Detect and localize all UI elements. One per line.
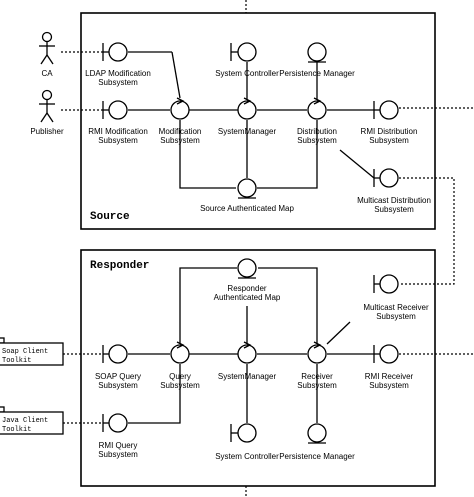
responder-system-manager-label: SystemManager [218, 372, 277, 381]
source-authenticated-map-label: Source Authenticated Map [200, 204, 294, 213]
distribution-subsystem-label-2: Subsystem [297, 136, 337, 145]
rmi-modification-label-1: RMI Modification [88, 127, 148, 136]
soap-client-toolkit-package [0, 337, 64, 366]
source-system-controller-boundary-icon [230, 42, 257, 62]
ca-actor [39, 31, 55, 65]
responder-system-controller-label: System Controller [215, 452, 279, 461]
multicast-receiver-label-2: Subsystem [376, 312, 416, 321]
source-frame [80, 12, 436, 230]
multicast-distribution-label-1: Multicast Distribution [357, 196, 431, 205]
responder-persistence-manager-entity-icon [307, 423, 327, 444]
multicast-distribution-label-2: Subsystem [374, 205, 414, 214]
source-authenticated-map-entity-icon [237, 178, 257, 199]
rmi-receiver-label-2: Subsystem [369, 381, 409, 390]
distribution-subsystem-label-1: Distribution [297, 127, 337, 136]
rmi-query-label-2: Subsystem [98, 450, 138, 459]
rmi-receiver-label-1: RMI Receiver [365, 372, 414, 381]
source-frame-title: Source [90, 211, 130, 223]
source-system-manager-label: SystemManager [218, 127, 277, 136]
source-system-controller-label: System Controller [215, 69, 279, 78]
responder-associations [128, 267, 374, 424]
responder-frame-title: Responder [90, 260, 149, 272]
ca-label: CA [41, 69, 53, 78]
soap-query-boundary-icon [102, 344, 128, 364]
source-system-manager-control-icon [237, 97, 257, 120]
java-client-toolkit-package [0, 406, 64, 435]
java-client-toolkit-label-1: Java Client [2, 417, 48, 425]
responder-authenticated-map-label-2: Authenticated Map [214, 293, 281, 302]
rmi-distribution-label-1: RMI Distribution [361, 127, 418, 136]
responder-authenticated-map-entity-icon [237, 258, 257, 279]
rmi-query-label-1: RMI Query [99, 441, 138, 450]
rmi-distribution-boundary-icon [373, 100, 399, 120]
multicast-receiver-label-1: Multicast Receiver [363, 303, 429, 312]
source-associations [128, 51, 375, 189]
java-client-toolkit-label-2: Toolkit [2, 426, 31, 434]
modification-subsystem-label-2: Subsystem [160, 136, 200, 145]
ldap-modification-label-2: Subsystem [98, 78, 138, 87]
source-persistence-manager-entity-icon [307, 42, 327, 63]
distribution-subsystem-control-icon [307, 97, 327, 120]
publisher-actor [39, 89, 55, 123]
soap-client-toolkit-label-1: Soap Client [2, 348, 48, 356]
rmi-query-boundary-icon [102, 413, 128, 433]
query-subsystem-label-2: Subsystem [160, 381, 200, 390]
receiver-subsystem-label-1: Receiver [301, 372, 333, 381]
rmi-distribution-label-2: Subsystem [369, 136, 409, 145]
modification-subsystem-label-1: Modification [159, 127, 202, 136]
soap-query-label-1: SOAP Query [95, 372, 141, 381]
rmi-receiver-boundary-icon [373, 344, 399, 364]
query-subsystem-label-1: Query [169, 372, 191, 381]
ldap-modification-boundary-icon [102, 42, 128, 62]
responder-system-controller-boundary-icon [230, 423, 257, 443]
source-persistence-manager-label: Persistence Manager [279, 69, 355, 78]
multicast-receiver-boundary-icon [373, 274, 399, 294]
rmi-modification-boundary-icon [102, 100, 128, 120]
multicast-distribution-boundary-icon [373, 168, 399, 188]
responder-authenticated-map-label-1: Responder [227, 284, 266, 293]
soap-client-toolkit-label-2: Toolkit [2, 357, 31, 365]
query-subsystem-control-icon [170, 341, 190, 364]
responder-frame [80, 249, 436, 487]
multicast-link-connector [399, 177, 455, 285]
publisher-label: Publisher [30, 127, 64, 136]
ldap-modification-label-1: LDAP Modification [85, 69, 151, 78]
responder-system-manager-control-icon [237, 341, 257, 364]
responder-persistence-manager-label: Persistence Manager [279, 452, 355, 461]
receiver-subsystem-control-icon [307, 341, 327, 364]
modification-subsystem-control-icon [170, 97, 190, 120]
receiver-subsystem-label-2: Subsystem [297, 381, 337, 390]
soap-query-label-2: Subsystem [98, 381, 138, 390]
rmi-modification-label-2: Subsystem [98, 136, 138, 145]
